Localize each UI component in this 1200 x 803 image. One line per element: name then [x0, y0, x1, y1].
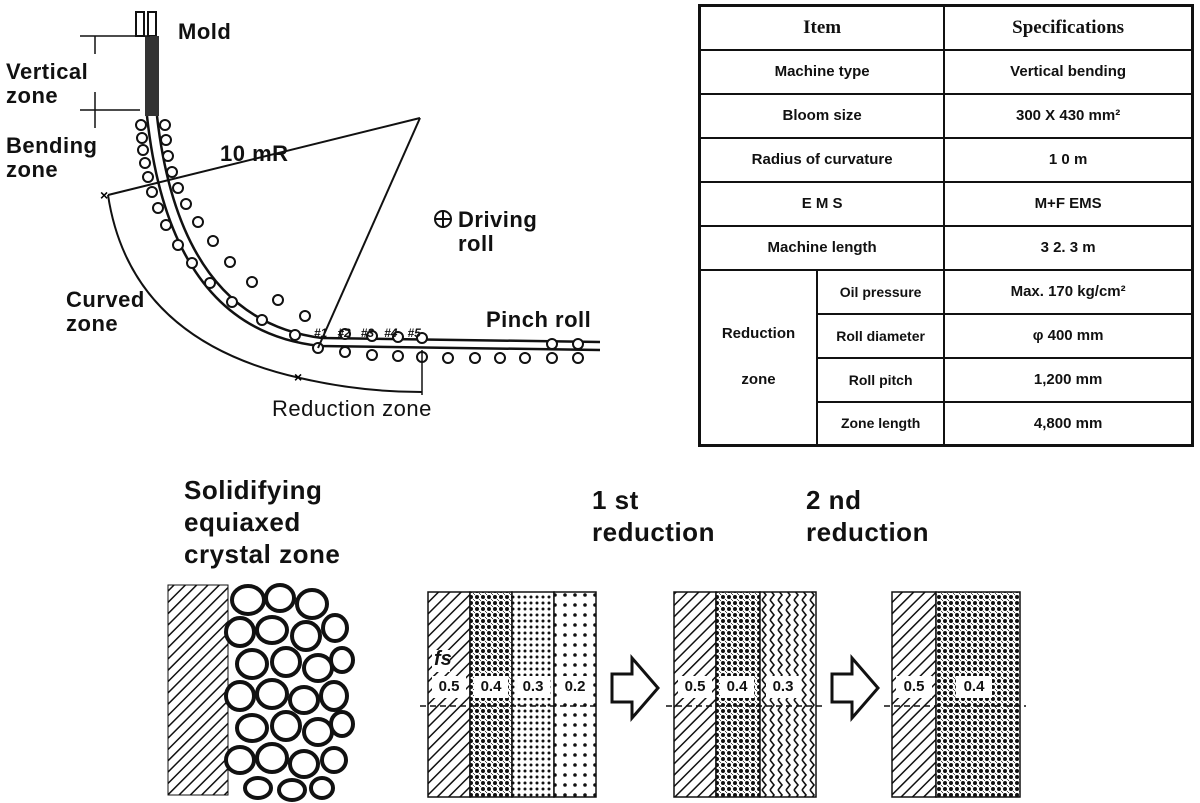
- fraction-value: 0.5: [684, 678, 706, 695]
- pinch-roll-label: Pinch roll: [486, 307, 592, 332]
- row-item: Zone length: [816, 400, 946, 447]
- row-spec: M+F EMS: [943, 180, 1194, 227]
- row-item: Machine type: [698, 48, 946, 95]
- curved-zone-label: Curved zone: [66, 287, 145, 336]
- row-item: Radius of curvature: [698, 136, 946, 183]
- reduction-group-label: Reduction zone: [698, 268, 819, 447]
- roll-number: #1: [314, 326, 328, 340]
- second-reduction-label: 2 nd reduction: [806, 485, 929, 547]
- fraction-value: 0.4: [963, 678, 985, 695]
- fraction-value: 0.4: [726, 678, 748, 695]
- svg-text:×: ×: [294, 369, 302, 385]
- row-spec: 4,800 mm: [943, 400, 1194, 447]
- equiaxed-zone-label: Solidifying equiaxed crystal zone: [184, 475, 341, 569]
- roll-numbers: #1 #2 #3 #4 #5: [314, 326, 421, 340]
- row-item: Oil pressure: [816, 268, 946, 315]
- arrow-right-icon: [830, 653, 880, 723]
- roll-number: #2: [337, 326, 351, 340]
- row-spec: 3 2. 3 m: [943, 224, 1194, 271]
- fraction-value: 0.3: [522, 678, 544, 695]
- roll-number: #5: [407, 326, 421, 340]
- row-spec: 1,200 mm: [943, 356, 1194, 403]
- first-reduction-label: 1 st reduction: [592, 485, 715, 547]
- radius-label: 10 mR: [220, 141, 289, 166]
- reduction-zone-label: Reduction zone: [272, 396, 432, 421]
- row-spec: Vertical bending: [943, 48, 1194, 95]
- row-spec: Max. 170 kg/cm²: [943, 268, 1194, 315]
- svg-text:×: ×: [100, 187, 108, 203]
- row-item: E M S: [698, 180, 946, 227]
- equiaxed-grains: [224, 583, 355, 802]
- mold-label: Mold: [178, 19, 232, 44]
- fraction-value: 0.2: [564, 678, 586, 695]
- roll-number: #4: [384, 326, 398, 340]
- fraction-value: 0.5: [903, 678, 925, 695]
- equiaxed-crystal-block: [167, 583, 355, 802]
- fraction-value: 0.5: [438, 678, 460, 695]
- driving-roll-label: Driving roll: [458, 207, 538, 256]
- fraction-value: 0.4: [480, 678, 502, 695]
- roll-set: [135, 119, 584, 364]
- vertical-strand: [145, 36, 159, 116]
- first-reduction-structure: [666, 591, 822, 798]
- arrow-right-icon: [610, 653, 660, 723]
- vertical-zone-label: Vertical zone: [6, 59, 89, 108]
- row-item: Machine length: [698, 224, 946, 271]
- mold-icon: [135, 11, 145, 37]
- caster-schematic: × ×: [80, 11, 601, 395]
- row-spec: φ 400 mm: [943, 312, 1194, 359]
- second-reduction-structure: [884, 591, 1026, 798]
- row-spec: 300 X 430 mm²: [943, 92, 1194, 139]
- row-item: Roll diameter: [816, 312, 946, 359]
- row-spec: 1 0 m: [943, 136, 1194, 183]
- fraction-value: 0.3: [772, 678, 794, 695]
- initial-strand-structure: [420, 591, 600, 798]
- header-specifications: Specifications: [943, 4, 1194, 51]
- fs-label: fs: [434, 648, 452, 670]
- row-item: Bloom size: [698, 92, 946, 139]
- header-item: Item: [698, 4, 946, 51]
- row-item: Roll pitch: [816, 356, 946, 403]
- roll-number: #3: [360, 326, 375, 340]
- bending-zone-label: Bending zone: [6, 133, 98, 182]
- spec-table: Item Specifications Machine type Vertica…: [698, 4, 1194, 447]
